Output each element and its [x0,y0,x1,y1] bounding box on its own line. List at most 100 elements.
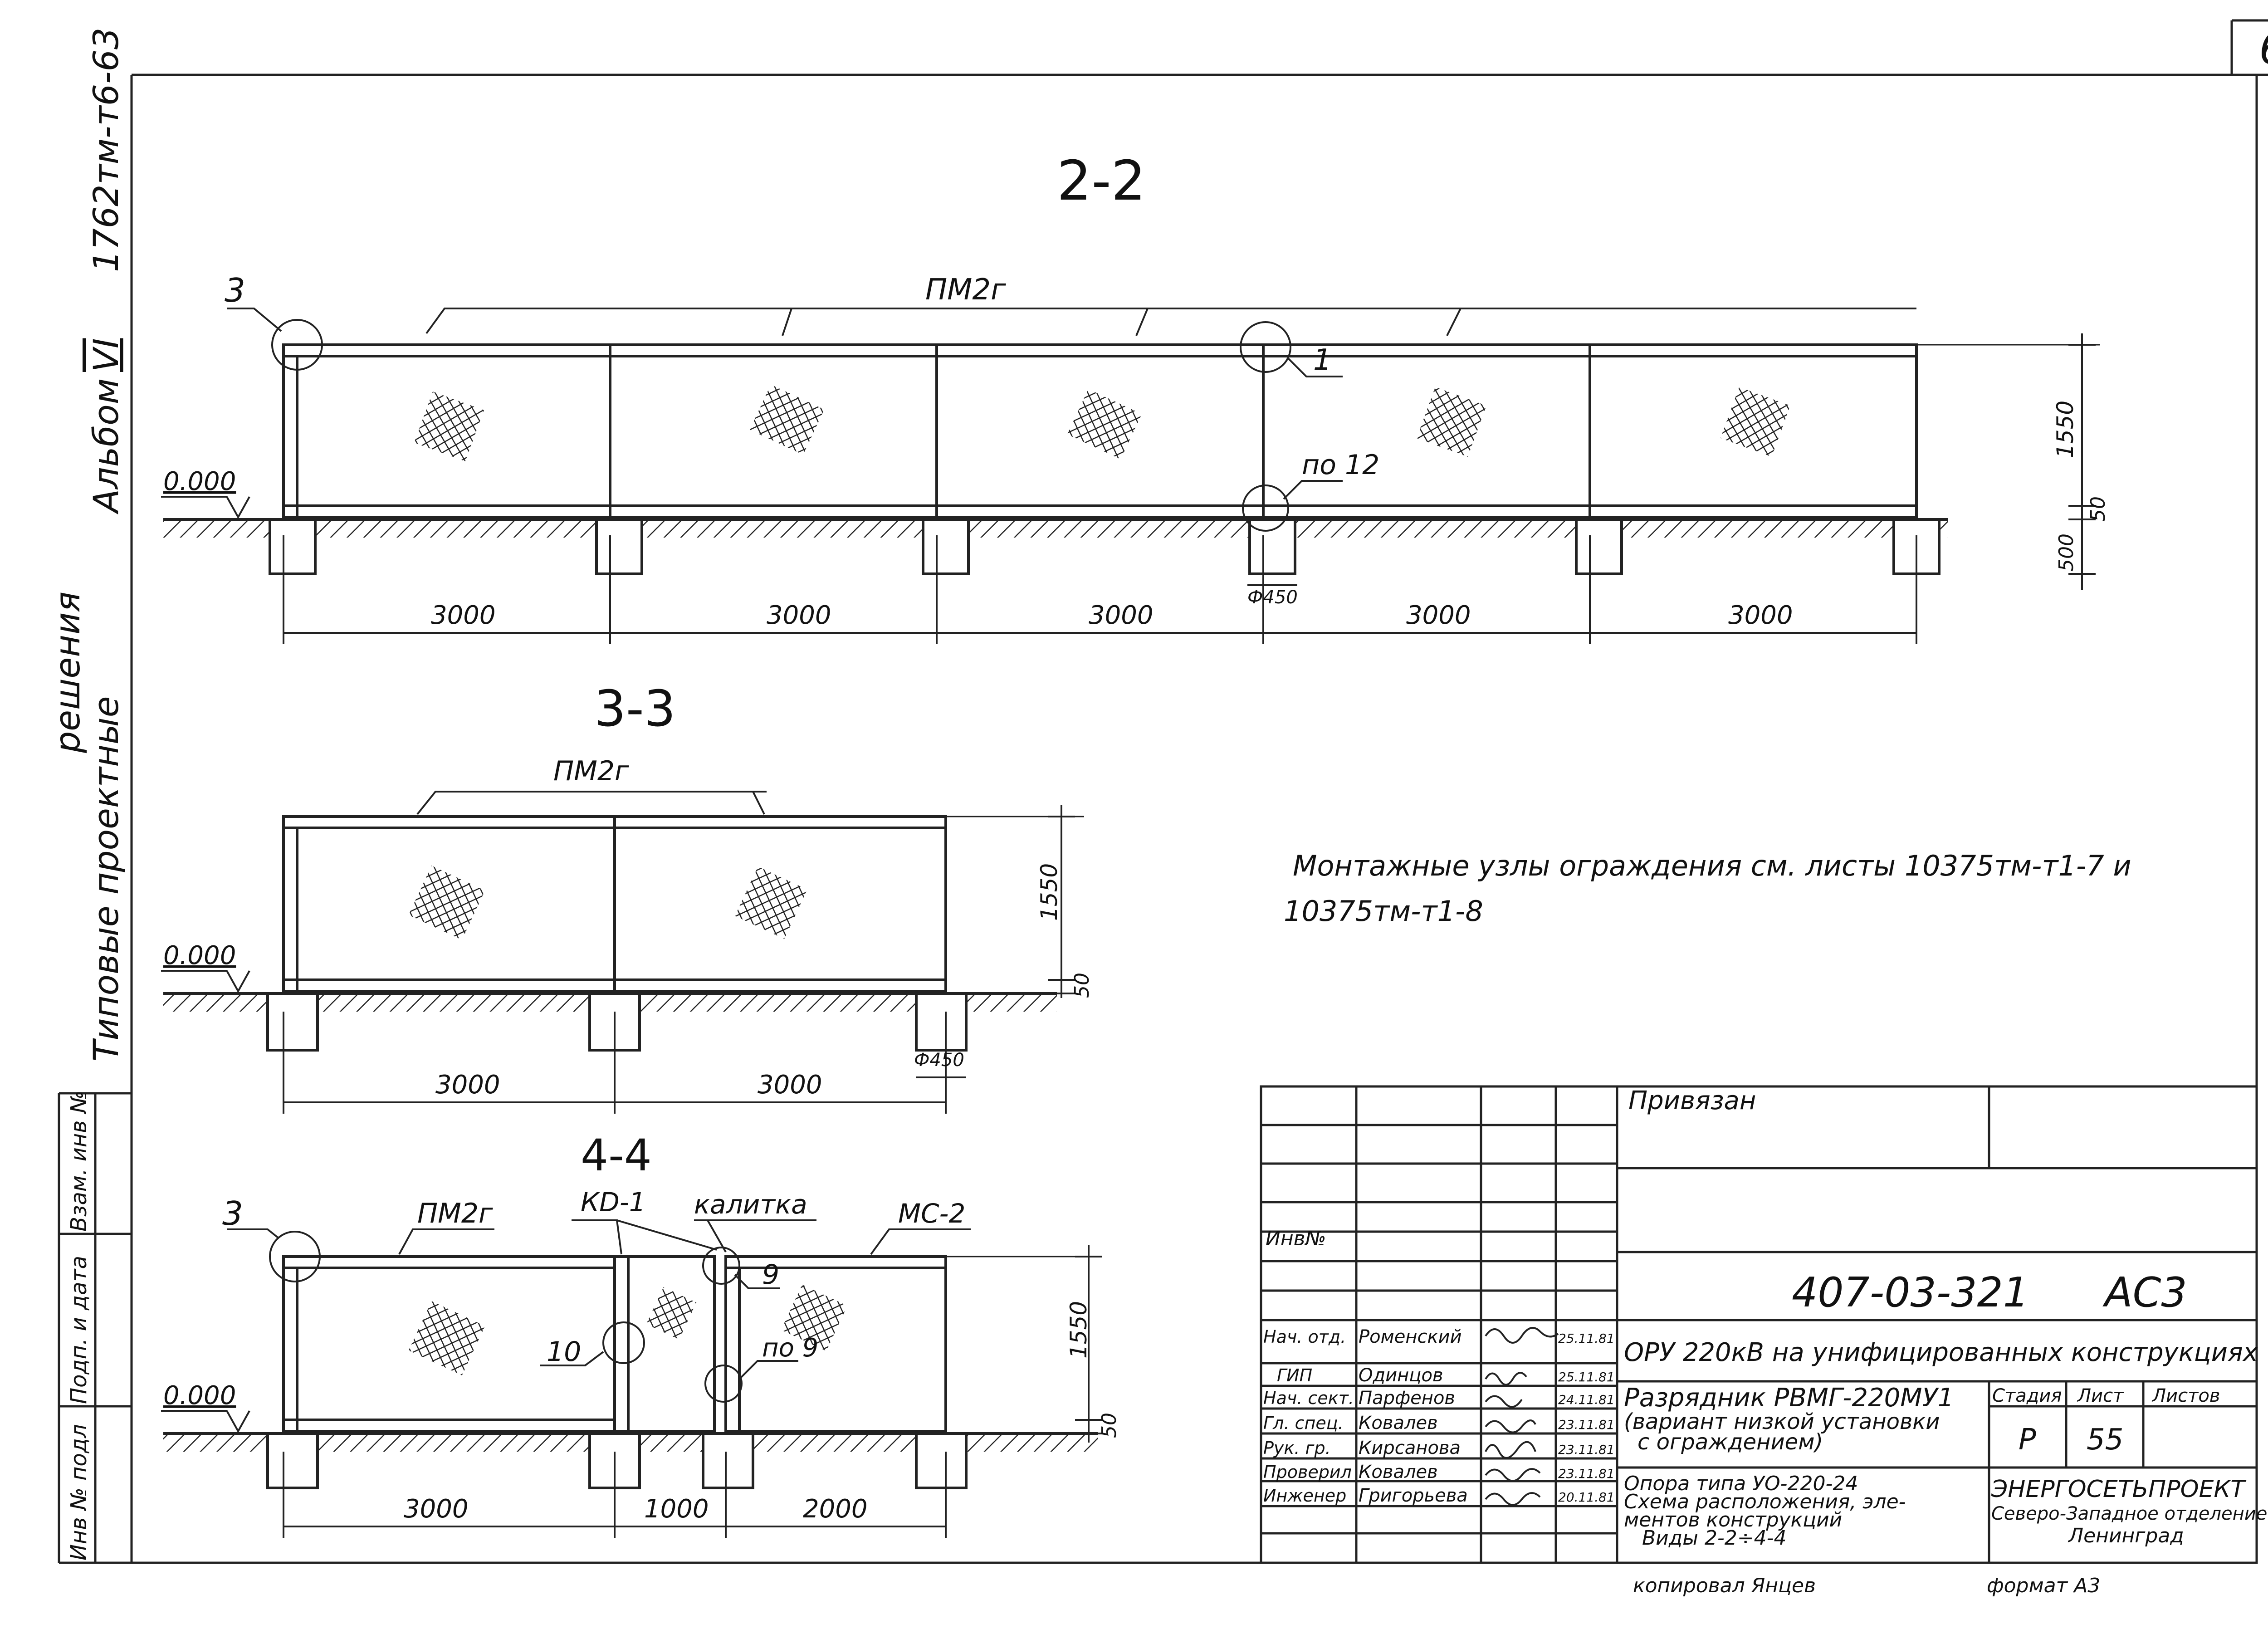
section-title-2-2: 2-2 [1057,150,1146,213]
dim-height-4-4: 1550 [1066,1301,1092,1359]
row-name-2: Одинцов [1359,1365,1443,1386]
nodes-2-2 [227,308,1916,532]
inv-no-label: Инв№ [1266,1227,1326,1250]
privyazan-label: Привязан [1628,1086,1756,1115]
typical-solutions-line2: решения [47,592,88,753]
row-name-7: Григорьева [1359,1485,1468,1506]
dim-diam-2-2: Ф450 [1247,587,1298,608]
copied-by: копировал Янцев [1633,1574,1816,1597]
stamp-podp-data: Подп. и дата [66,1256,92,1404]
dimension-line-2-2 [283,333,2096,644]
document-code: 407-03-321 [1792,1269,2029,1316]
sheets-header: Листов [2151,1385,2220,1406]
dim-gap-4-4: 50 [1098,1413,1121,1438]
stamp-inv-podl: Инв № подл [66,1424,92,1561]
fence-panels-2-2 [282,343,2100,519]
dim-found-2-2: 500 [2055,533,2078,572]
org-line-3: Ленинград [2068,1524,2184,1547]
title-line-2: (вариант низкой установки [1624,1409,1940,1434]
dim-span-3-3-a: 3000 [435,1070,500,1100]
section-2-2: 2-2 [161,150,2110,644]
project-title: ОРУ 220кВ на унифицированных конструкция… [1624,1338,2258,1367]
album-label: Альбом [86,378,126,515]
gate-post-label: КD-1 [581,1187,646,1218]
row-role-7: Инженер [1263,1486,1346,1506]
ground-2-2 [163,518,1948,538]
panel-label-3-3: ПМ2г [553,755,629,787]
stage-header: Стадия [1992,1385,2062,1406]
title-line-3: с ограждением) [1637,1429,1823,1455]
row-name-3: Парфенов [1359,1388,1455,1409]
row-name-5: Кирсанова [1359,1438,1461,1458]
dim-height-3-3: 1550 [1036,863,1062,921]
dimension-line-3-3 [283,805,1075,1114]
row-role-5: Рук. гр. [1263,1438,1331,1458]
dim-gap-2-2: 50 [2087,496,2110,522]
signature-scribbles [1485,1327,1559,1506]
drawing-line-1: Опора типа УО-220-24 [1624,1472,1858,1495]
dim-span-2-2-c: 3000 [1089,601,1154,630]
title-block [1260,1085,2258,1564]
mesh-fills-2-2 [414,384,1790,461]
section-4-4: 4-4 [161,1130,1121,1538]
row-name-4: Ковалев [1359,1413,1438,1433]
drawing-line-4: Виды 2-2÷4-4 [1642,1526,1787,1550]
dim-diam-3-3: Ф450 [914,1050,964,1071]
dim-span-2-2-e: 3000 [1728,601,1793,630]
album-code: 1762тм-т6-63 [86,28,126,272]
row-role-2: ГИП [1277,1365,1312,1385]
dim-span-4-4-c: 2000 [803,1494,868,1524]
row-date-5: 23.11.81 [1558,1442,1615,1457]
mounting-note-line1: Монтажные узлы ограждения см. листы 1037… [1293,849,2131,882]
sheet-header: Лист [2077,1385,2124,1406]
node-1-label-2-2: 1 [1313,343,1332,377]
signature-rows: Нач. отд. Роменский 25.11.81 ГИП Одинцов… [1263,1326,1615,1506]
panel-label-4-4: ПМ2г [417,1198,493,1229]
dimension-line-4-4 [283,1245,1102,1538]
sheet-frame [58,19,2268,1564]
drawing-line-3: ментов конструкций [1624,1508,1842,1531]
stage-value: Р [2019,1423,2036,1457]
sheet-code: АС3 [2102,1269,2187,1316]
section-title-4-4: 4-4 [581,1130,652,1181]
row-date-4: 23.11.81 [1558,1417,1615,1432]
stamp-vzam-inv: Взам. инв № [66,1091,92,1232]
album-volume: VI [86,338,126,372]
dim-span-3-3-b: 3000 [758,1070,822,1100]
node-3-label-2-2: 3 [225,271,245,309]
page-number: 62 [2259,23,2268,74]
dim-span-2-2-b: 3000 [767,601,831,630]
row-date-2: 25.11.81 [1558,1370,1615,1384]
row-role-6: Проверил [1263,1462,1352,1482]
row-role-3: Нач. сект. [1263,1388,1354,1408]
row-role-4: Гл. спец. [1263,1413,1344,1433]
dim-span-4-4-b: 1000 [644,1494,709,1524]
sheet-no-value: 55 [2087,1423,2123,1457]
drawing-line-2: Схема расположения, эле- [1624,1490,1906,1513]
section-3-3: 3-3 ПМ2г 0.000 [161,680,1094,1114]
dim-span-4-4-a: 3000 [404,1494,469,1524]
gate-label: калитка [694,1189,807,1220]
foundations-2-2 [269,518,1941,575]
dim-gap-3-3: 50 [1070,973,1094,998]
row-name-1: Роменский [1359,1326,1462,1347]
level-label-4-4: 0.000 [163,1381,236,1410]
leaders-3-3 [161,791,767,993]
org-line-2: Северо-Западное отделение [1991,1503,2267,1524]
dim-height-2-2: 1550 [2052,401,2078,458]
node-3-label-4-4: 3 [222,1194,243,1233]
foundations-4-4 [266,1432,968,1489]
mc-label: МС-2 [898,1198,965,1229]
node-po9-label: по 9 [762,1333,818,1363]
section-title-3-3: 3-3 [594,680,676,738]
typical-solutions-line1: Типовые проектные [86,696,126,1062]
node-9-label: 9 [762,1259,779,1291]
row-date-1: 25.11.81 [1558,1331,1615,1346]
mesh-fills-3-3 [408,866,807,940]
title-line-1: Разрядник РВМГ-220МУ1 [1624,1383,1954,1413]
panel-label-2-2: ПМ2г [925,273,1006,307]
row-role-1: Нач. отд. [1263,1327,1346,1347]
dim-span-2-2-a: 3000 [431,601,496,630]
org-line-1: ЭНЕРГОСЕТЬПРОЕКТ [1991,1476,2247,1503]
